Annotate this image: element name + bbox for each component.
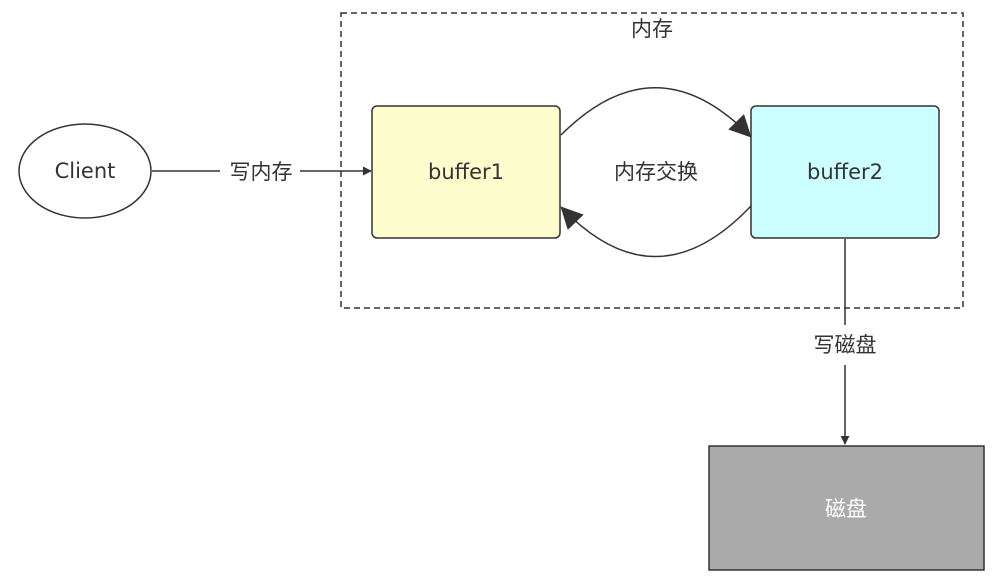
client-node xyxy=(18,123,152,219)
disk-label: 磁盘 xyxy=(825,497,867,521)
write-memory-label: 写内存 xyxy=(230,160,293,184)
swap-arc-top xyxy=(560,87,752,138)
memory-region-label: 内存 xyxy=(631,17,673,41)
buffer1-label: buffer1 xyxy=(428,160,504,184)
write-disk-label: 写磁盘 xyxy=(814,333,877,357)
swap-label: 内存交换 xyxy=(614,160,698,184)
buffer1-node xyxy=(371,105,561,239)
buffer2-node xyxy=(750,105,940,239)
disk-node xyxy=(708,445,985,571)
memory-region-border xyxy=(340,12,964,309)
buffer2-label: buffer2 xyxy=(807,160,883,184)
client-label: Client xyxy=(55,159,116,183)
swap-arc-bottom xyxy=(560,205,752,258)
